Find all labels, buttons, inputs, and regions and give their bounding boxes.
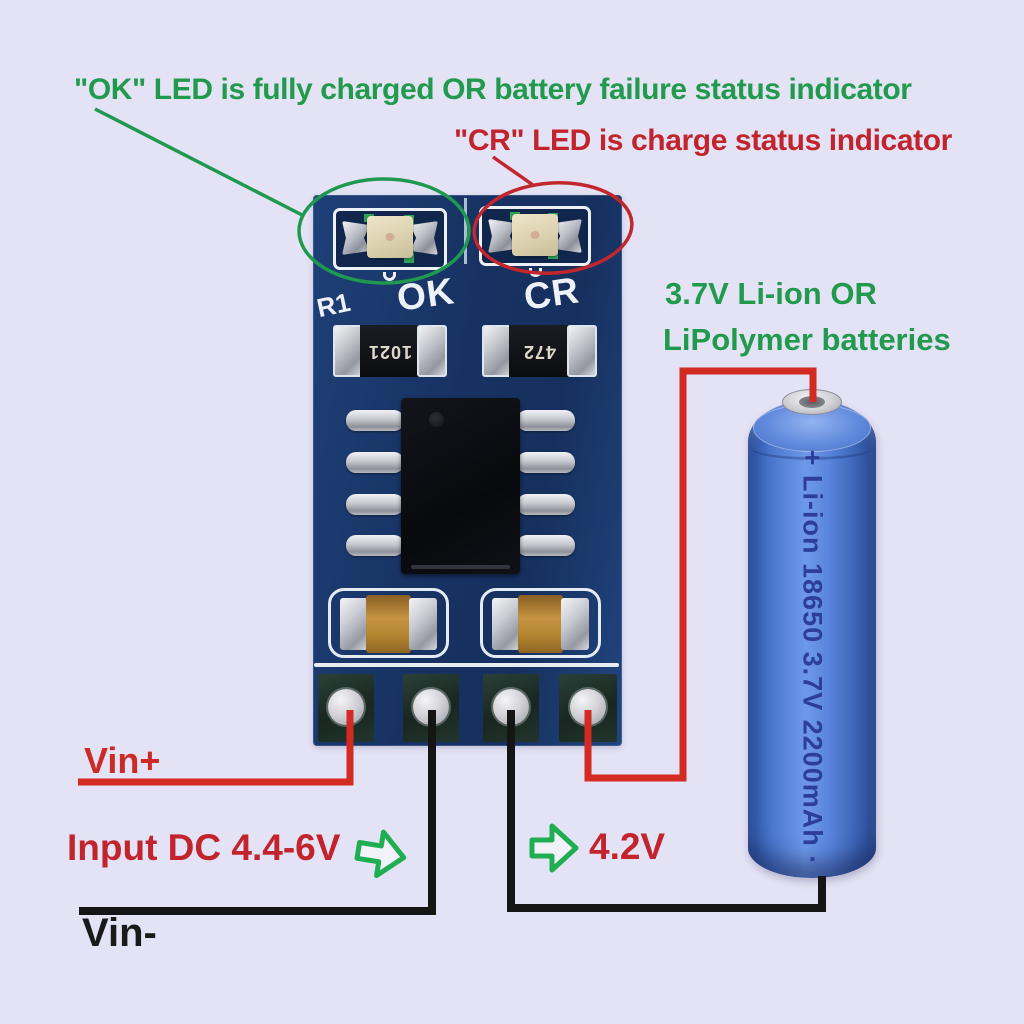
- pad-hole: [413, 689, 449, 725]
- silkscreen-r1-label: R1: [314, 286, 353, 324]
- ic-pin: [346, 410, 404, 431]
- cr-led-annotation: "CR" LED is charge status indicator: [454, 124, 952, 157]
- resistor-end-cap: [482, 325, 512, 377]
- silkscreen-separator-line: [314, 663, 619, 667]
- ok-callout-line: [94, 107, 305, 218]
- battery-18650: + Li-ion 18650 3.7V 2200mAh ·: [748, 389, 876, 878]
- battery-positive-terminal: [782, 389, 842, 415]
- pad-hole: [570, 689, 606, 725]
- battery-type-line2: LiPolymer batteries: [663, 322, 951, 357]
- resistor-end-cap: [417, 325, 447, 377]
- resistor-end-cap: [567, 325, 597, 377]
- silkscreen-cr-label: CR: [521, 269, 582, 318]
- resistor-end-cap: [333, 325, 363, 377]
- resistor-472: 472: [482, 325, 597, 377]
- input-dc-label: Input DC 4.4-6V: [67, 827, 341, 868]
- charger-ic-chip: [401, 398, 520, 574]
- capacitor-1: [328, 588, 449, 658]
- output-arrow-icon: [529, 823, 579, 873]
- battery-print-label: + Li-ion 18650 3.7V 2200mAh ·: [797, 449, 828, 866]
- led-solder-contact: [554, 219, 582, 253]
- ok-led-chip: [367, 216, 413, 258]
- resistor-code: 472: [522, 341, 557, 362]
- cr-led: [479, 206, 591, 266]
- charger-module-pcb: R1 OK CR 1021 472: [313, 195, 622, 746]
- ic-pin: [517, 452, 575, 473]
- resistor-body: 472: [509, 325, 570, 377]
- ok-led-annotation: "OK" LED is fully charged OR battery fai…: [74, 73, 912, 106]
- capacitor-2: [480, 588, 601, 658]
- pad-vin-minus: [403, 674, 459, 742]
- ic-pin: [346, 494, 404, 515]
- silkscreen-trace: [464, 198, 467, 264]
- resistor-1021: 1021: [333, 325, 447, 377]
- ic-pin: [346, 452, 404, 473]
- silkscreen-ok-label: OK: [394, 270, 458, 319]
- led-solder-contact: [342, 221, 370, 255]
- resistor-body: 1021: [360, 325, 420, 377]
- pad-hole: [328, 689, 364, 725]
- pad-hole: [493, 689, 529, 725]
- capacitor-body: [366, 595, 411, 653]
- capacitor-end-cap: [409, 598, 437, 650]
- capacitor-end-cap: [492, 598, 520, 650]
- ic-pin: [517, 494, 575, 515]
- battery-type-line1: 3.7V Li-ion OR: [665, 276, 877, 311]
- cr-led-chip: [512, 214, 558, 256]
- resistor-code: 1021: [367, 341, 413, 362]
- vin-minus-label: Vin-: [82, 911, 157, 955]
- ic-pin: [346, 535, 404, 556]
- ok-led: [333, 208, 447, 270]
- output-voltage-label: 4.2V: [589, 826, 666, 867]
- pad-vin-plus: [318, 674, 374, 742]
- led-solder-contact: [410, 221, 438, 255]
- vin-plus-label: Vin+: [84, 740, 161, 781]
- pad-bat-plus: [559, 674, 617, 742]
- input-arrow-icon: [354, 829, 407, 879]
- pad-bat-minus: [483, 674, 539, 742]
- capacitor-end-cap: [340, 598, 368, 650]
- capacitor-body: [518, 595, 563, 653]
- ic-pin: [517, 410, 575, 431]
- ic-pin: [517, 535, 575, 556]
- capacitor-end-cap: [561, 598, 589, 650]
- cr-callout-line: [491, 155, 535, 187]
